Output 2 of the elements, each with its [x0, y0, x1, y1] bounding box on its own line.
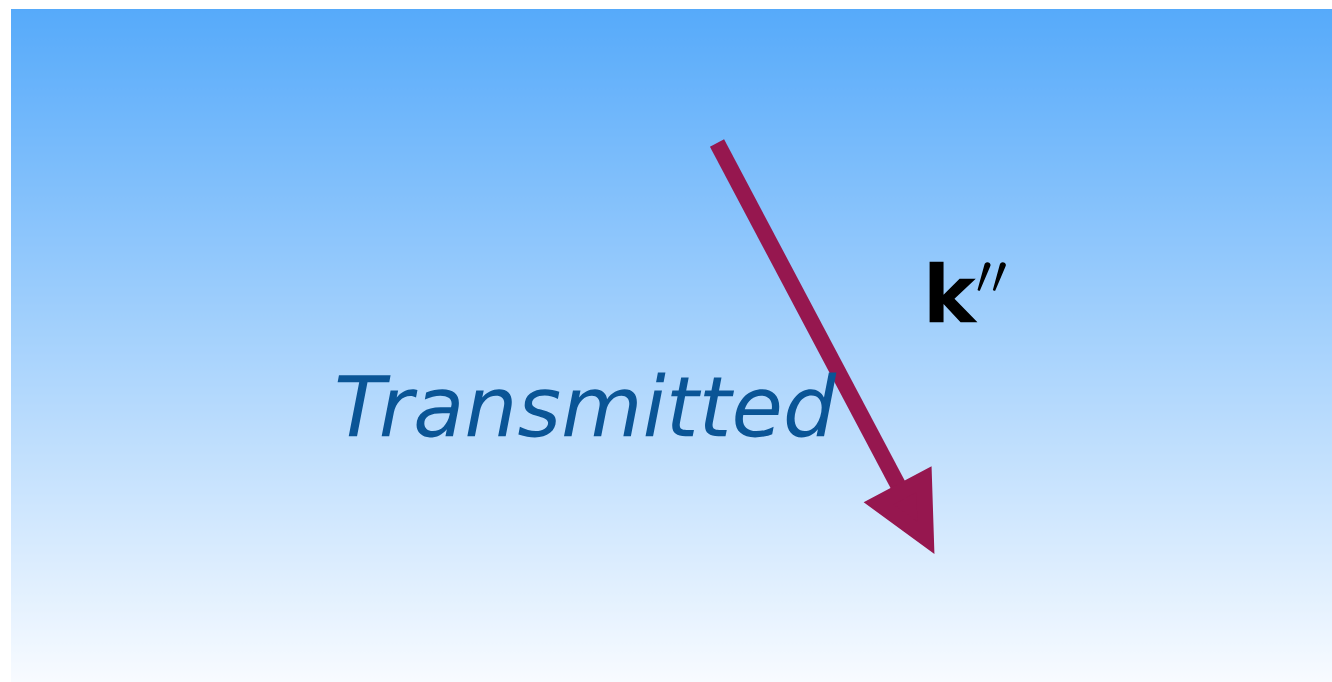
vector-label: $\mathbf{k}''$: [929, 261, 1006, 323]
label: Transmitted: [337, 372, 837, 438]
